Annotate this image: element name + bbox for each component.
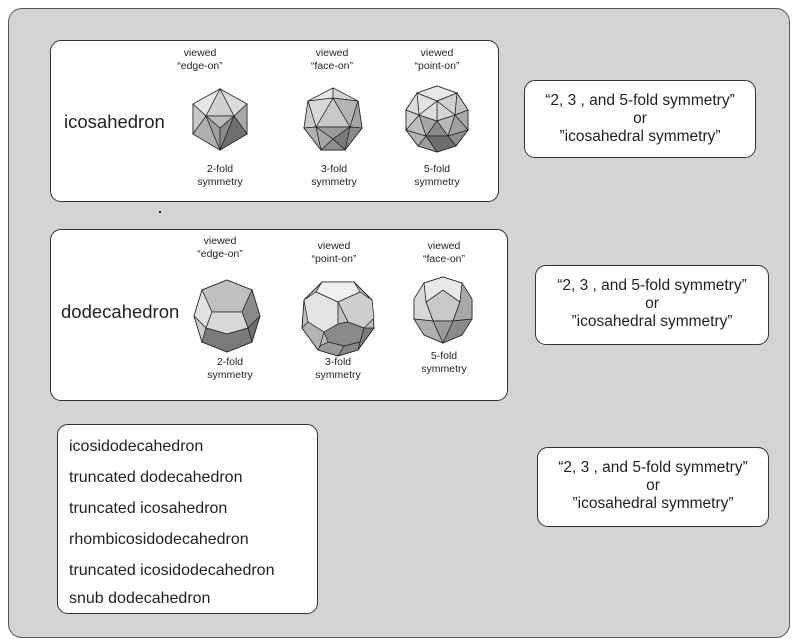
dodecahedron-edge-on-icon	[193, 279, 261, 353]
polyhedron-name: snub dodecahedron	[69, 590, 211, 607]
dodecahedron-label: dodecahedron	[61, 301, 180, 322]
icosahedron-symmetry-note: “2, 3 , and 5-fold symmetry”or”icosahedr…	[545, 92, 735, 145]
polyhedron-name: icosidodecahedron	[69, 438, 204, 455]
dodecahedron-view-caption: viewed“edge-on”	[197, 235, 243, 260]
polyhedron-name: truncated icosidodecahedron	[69, 562, 275, 579]
dodecahedron-view-caption: viewed“point-on”	[311, 240, 357, 265]
dodecahedron-face-on-icon	[413, 276, 473, 344]
stray-dot	[159, 211, 161, 213]
icosahedron-point-on-icon	[405, 85, 469, 153]
icosahedron-label: icosahedron	[64, 111, 165, 132]
dodecahedron-symmetry-box	[535, 265, 769, 345]
polyhedron-name: truncated icosahedron	[69, 500, 228, 517]
icosahedron-face-on-icon	[303, 87, 363, 151]
dodecahedron-symmetry-note: “2, 3 , and 5-fold symmetry”or”icosahedr…	[557, 277, 747, 330]
polyhedron-name: truncated dodecahedron	[69, 469, 243, 486]
polyhedra-symmetry-box	[537, 447, 769, 527]
dodecahedron-view-caption: viewed“face-on”	[422, 240, 465, 265]
polyhedron-name: rhombicosidodecahedron	[69, 531, 249, 548]
polyhedra-list-box	[57, 424, 318, 614]
icosahedron-symmetry-box	[524, 80, 756, 158]
icosahedron-view-caption: viewed“point-on”	[414, 47, 460, 72]
icosahedron-view-caption: viewed“face-on”	[310, 47, 353, 72]
icosahedron-view-caption: viewed“edge-on”	[177, 47, 223, 72]
polyhedra-symmetry-note: “2, 3 , and 5-fold symmetry”or”icosahedr…	[558, 459, 748, 512]
icosahedron-edge-on-icon	[192, 88, 248, 151]
dodecahedron-point-on-icon	[301, 281, 375, 357]
